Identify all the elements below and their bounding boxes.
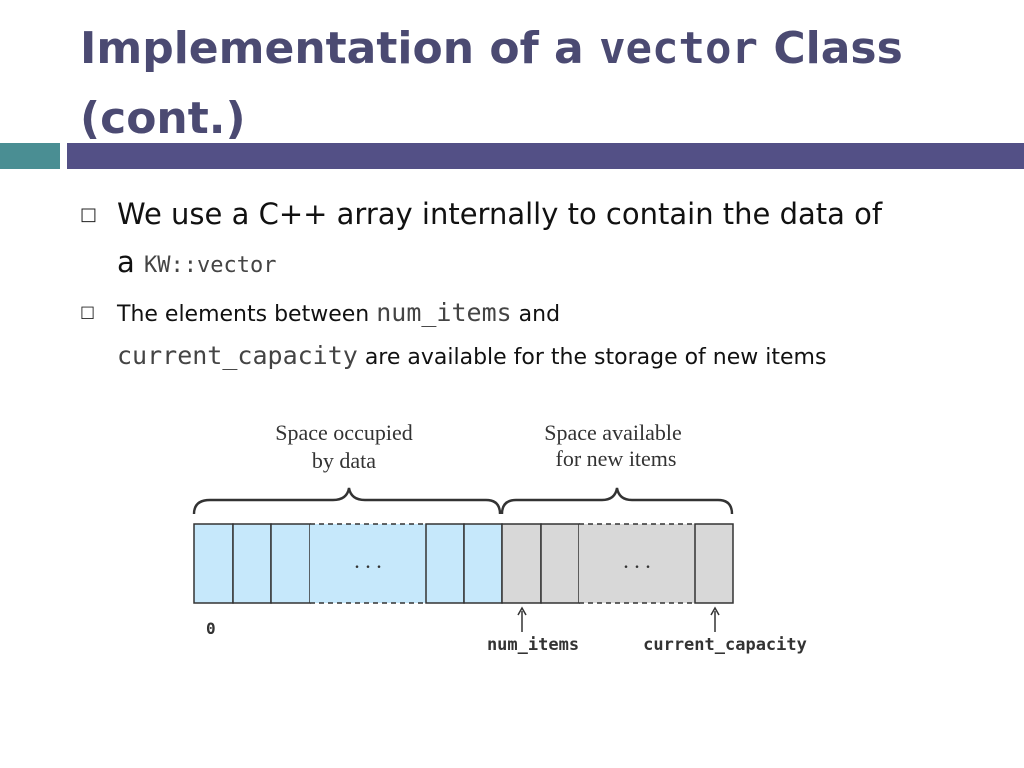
bullet-square-icon: □ (80, 302, 96, 321)
current-capacity-label: current_capacity (643, 635, 807, 655)
title-line2: (cont.) (80, 93, 246, 144)
bullet-2-text-mid: and (511, 302, 561, 327)
index-zero-label: 0 (206, 619, 216, 638)
bullet-2-code-num-items: num_items (376, 298, 512, 327)
array-cell-available (694, 523, 734, 604)
bullet-1-text-a: a (117, 245, 144, 279)
array-cell-occupied (425, 523, 465, 604)
array-cell-occupied (232, 523, 272, 604)
label-available-line2: for new items (556, 446, 677, 471)
brace-occupied (192, 487, 502, 515)
title-underline-bar (67, 143, 1024, 169)
num-items-label: num_items (487, 635, 579, 655)
current-capacity-arrowhead (710, 606, 720, 616)
bullet-2-code-current-capacity: current_capacity (117, 341, 358, 370)
bullet-1-text-main: We use a C++ array internally to contain… (117, 197, 883, 231)
title-part1: Implementation of a (80, 23, 600, 74)
brace-available (500, 487, 734, 515)
array-cell-available (540, 523, 580, 604)
ellipsis-occupied: . . . (354, 548, 382, 573)
array-cell-occupied (270, 523, 311, 604)
bullet-2-text-after: are available for the storage of new ite… (357, 345, 827, 370)
label-occupied-line1: Space occupied (275, 420, 412, 445)
num-items-arrowhead (517, 606, 527, 616)
array-gap-available (579, 524, 695, 603)
slide-title: Implementation of a vector Class (cont.) (80, 14, 1000, 154)
title-code: vector (599, 23, 759, 74)
bullet-2-text-before: The elements between (117, 302, 377, 327)
label-occupied-line2: by data (312, 448, 376, 473)
title-part2: Class (758, 23, 903, 74)
array-cell-occupied (463, 523, 503, 604)
bullet-square-icon: □ (80, 204, 98, 225)
bullet-1-text: We use a C++ array internally to contain… (117, 190, 997, 290)
title-underline-accent (0, 143, 60, 169)
array-cell-occupied (193, 523, 234, 604)
array-cell-available (501, 523, 542, 604)
bullet-1-code: KW::vector (144, 253, 277, 278)
bullet-2-text: The elements between num_items and curren… (117, 292, 977, 378)
label-available-line1: Space available (544, 420, 681, 445)
array-gap-occupied (310, 524, 426, 603)
ellipsis-available: . . . (623, 548, 651, 573)
